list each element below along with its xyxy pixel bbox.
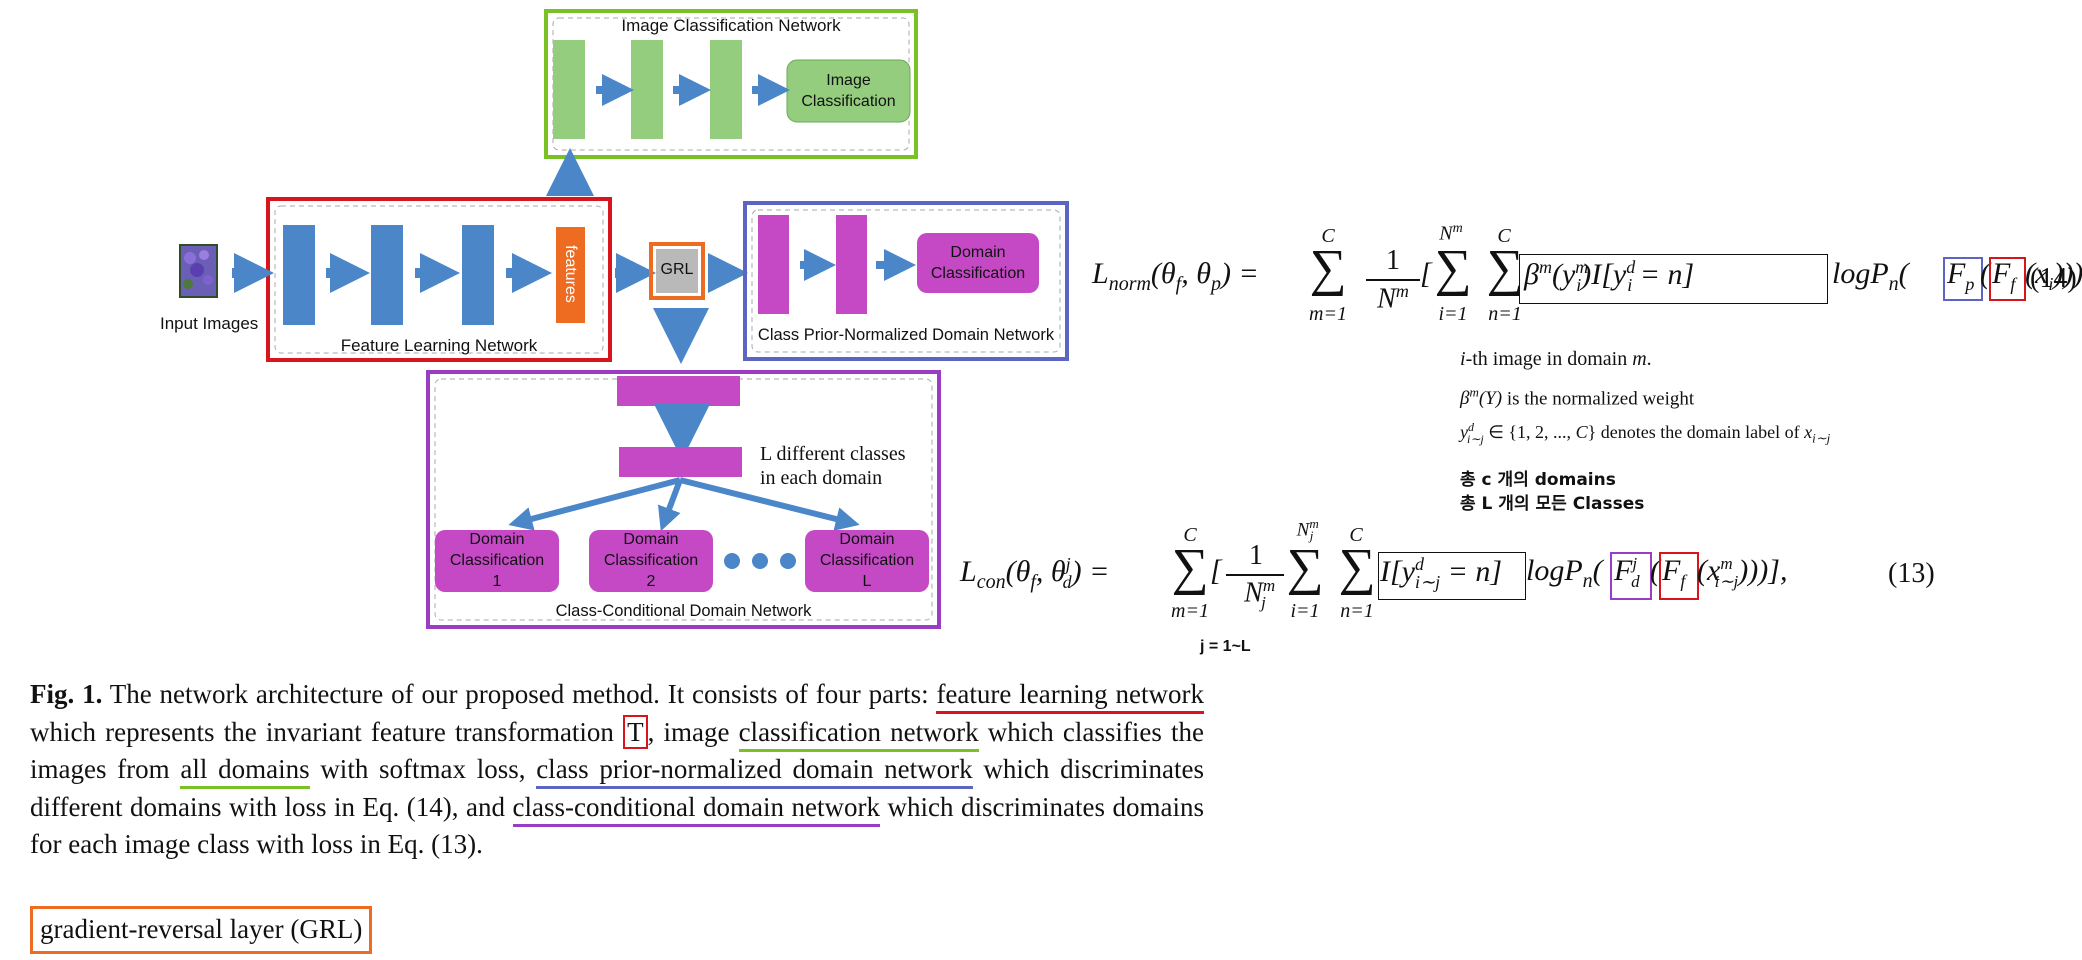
caption-text-b: , image bbox=[647, 716, 730, 747]
eq14-frac-den: Nm bbox=[1377, 281, 1409, 315]
grl-label: GRL bbox=[660, 261, 694, 278]
cpn-layer-1 bbox=[758, 215, 789, 314]
ccn-annotation: L different classes in each domain bbox=[760, 442, 906, 490]
figure-caption: Fig. 1. The network architecture of our … bbox=[30, 676, 1204, 864]
cpn-head-box bbox=[917, 233, 1039, 293]
eq13-fd-box bbox=[1610, 552, 1652, 600]
korean-line-2: 총 L 개의 모든 Classes bbox=[1460, 494, 1645, 514]
ccn-head-box-L bbox=[805, 530, 929, 592]
eq14-fp-box bbox=[1943, 257, 1983, 301]
grl-outer-frame bbox=[649, 242, 705, 300]
caption-image-classification: classification network bbox=[738, 716, 979, 752]
input-images-label: Input Images bbox=[160, 314, 259, 333]
fln-layer-1 bbox=[283, 225, 315, 325]
caption-text-f: which discriminates domains for each ima… bbox=[30, 791, 1204, 860]
architecture-diagram bbox=[179, 9, 1069, 629]
eq14-sum1-upper: C bbox=[1321, 225, 1335, 247]
ccn-annotation-line2: in each domain bbox=[760, 467, 883, 489]
eq14-number: (14) bbox=[2030, 263, 2077, 294]
korean-line-1: 총 c 개의 domains bbox=[1460, 470, 1616, 490]
eq14-boxed-term bbox=[1519, 254, 1828, 304]
eq13-number: (13) bbox=[1888, 558, 1935, 589]
caption-fig-label: Fig. 1. bbox=[30, 679, 103, 709]
grl-note-box: gradient-reversal layer (GRL) bbox=[30, 906, 373, 954]
ccn-head-label-1: Domain Classification 1 bbox=[449, 531, 545, 590]
ellipsis-dot bbox=[724, 553, 740, 569]
eq14-sum1: ∑ bbox=[1309, 240, 1347, 297]
icn-layer-3 bbox=[710, 40, 742, 139]
ellipsis-dot bbox=[752, 553, 768, 569]
feature-learning-title: Feature Learning Network bbox=[340, 336, 538, 355]
class-conditional-frame bbox=[426, 370, 941, 629]
ccn-head-label-2: Domain Classification 2 bbox=[603, 531, 699, 590]
caption-text-c: which classifies the images from bbox=[30, 716, 1204, 785]
features-label: features bbox=[562, 245, 579, 303]
eq14-ff-box bbox=[1989, 257, 2026, 301]
note-line-1: i-th image in domain m. bbox=[1460, 348, 1652, 370]
caption-intro: The network architecture of our proposed… bbox=[109, 679, 929, 709]
note-line-2: βm(Y) is the normalized weight bbox=[1460, 385, 1695, 410]
caption-t-symbol: T bbox=[623, 714, 648, 749]
caption-text-e: which discriminates different domains wi… bbox=[30, 754, 1205, 822]
input-image-thumbnail bbox=[179, 244, 218, 298]
ccn-annotation-line1: L different classes bbox=[760, 443, 906, 465]
class-prior-frame bbox=[743, 201, 1069, 361]
caption-class-conditional: class-conditional domain network bbox=[512, 791, 880, 827]
class-prior-head-label: Domain Classification bbox=[930, 244, 1026, 282]
equation-13: Lcon(θf, θjd) = C ∑ m=1 [ 1 Nmj Nmj ∑ i=… bbox=[960, 516, 1788, 622]
caption-text-d: with softmax loss, bbox=[320, 754, 526, 784]
class-prior-title: Class Prior-Normalized Domain Network bbox=[757, 326, 1055, 344]
j-range-label: j = 1~L bbox=[1200, 638, 1251, 655]
caption-all-domains: all domains bbox=[180, 754, 310, 789]
icn-layer-1 bbox=[553, 40, 585, 139]
ccn-head-label-L: Domain Classification L bbox=[819, 531, 915, 590]
ccn-head-box-2 bbox=[589, 530, 713, 592]
cpn-layer-2 bbox=[836, 215, 867, 314]
fln-layer-2 bbox=[371, 225, 403, 325]
grl-note-text: gradient-reversal layer (GRL) bbox=[40, 914, 363, 944]
features-block bbox=[556, 227, 585, 323]
image-classification-title: Image Classification Network bbox=[621, 16, 841, 35]
ccn-mid-layer bbox=[619, 447, 742, 477]
caption-text-a: which represents the invariant feature t… bbox=[30, 716, 614, 747]
eq13-ff-box bbox=[1659, 552, 1699, 600]
image-classification-frame bbox=[544, 9, 918, 159]
ellipsis-dot bbox=[780, 553, 796, 569]
equation-14: Lnorm(θf, θp) = C ∑ m=1 1 Nm [ Nm ∑ i=1 … bbox=[1092, 221, 2082, 325]
note-line-3: ydi∼j ∈ {1, 2, ..., C} denotes the domai… bbox=[1460, 420, 1831, 446]
features-label-wrap: features bbox=[556, 227, 585, 323]
fln-layer-3 bbox=[462, 225, 494, 325]
ccn-top-layer bbox=[617, 376, 740, 406]
eq13-boxed-term bbox=[1378, 552, 1526, 600]
caption-feature-learning: feature learning network bbox=[936, 679, 1205, 714]
image-classification-head-label: Image Classification bbox=[801, 72, 896, 110]
ccn-head-box-1 bbox=[435, 530, 559, 592]
icn-layer-2 bbox=[631, 40, 663, 139]
eq14-frac-num: 1 bbox=[1386, 245, 1400, 276]
class-conditional-title: Class-Conditional Domain Network bbox=[555, 602, 812, 620]
caption-class-prior: class prior-normalized domain network bbox=[536, 754, 973, 789]
eq14-lhs: Lnorm(θf, θp) = bbox=[1092, 257, 1259, 295]
eq14-sum1-lower: m=1 bbox=[1309, 303, 1347, 325]
grl-block bbox=[656, 249, 698, 293]
